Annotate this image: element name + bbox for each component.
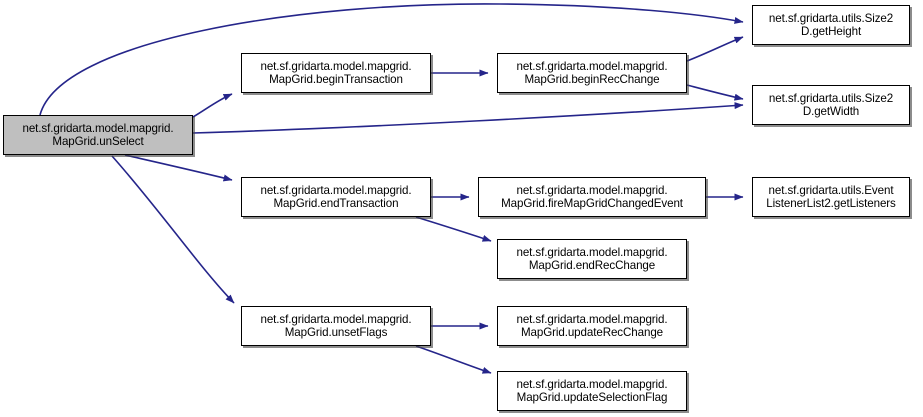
edge-beginrecchange-to-getwidth xyxy=(686,84,744,101)
graph-node-updateRecChange[interactable]: net.sf.gridarta.model.mapgrid. MapGrid.u… xyxy=(497,306,687,346)
graph-node-label: net.sf.gridarta.model.mapgrid. MapGrid.u… xyxy=(260,313,412,339)
graph-node-beginRecChange[interactable]: net.sf.gridarta.model.mapgrid. MapGrid.b… xyxy=(497,53,687,93)
edge-unselect-to-endtransaction xyxy=(124,154,233,182)
graph-node-endTransaction[interactable]: net.sf.gridarta.model.mapgrid. MapGrid.e… xyxy=(241,177,431,217)
graph-node-endRecChange[interactable]: net.sf.gridarta.model.mapgrid. MapGrid.e… xyxy=(497,239,687,279)
graph-node-label: net.sf.gridarta.model.mapgrid. MapGrid.u… xyxy=(22,122,174,148)
graph-node-unsetFlags[interactable]: net.sf.gridarta.model.mapgrid. MapGrid.u… xyxy=(241,306,431,346)
graph-node-getWidth[interactable]: net.sf.gridarta.utils.Size2 D.getWidth xyxy=(752,85,910,125)
graph-node-label: net.sf.gridarta.model.mapgrid. MapGrid.f… xyxy=(501,184,683,210)
graph-node-label: net.sf.gridarta.model.mapgrid. MapGrid.b… xyxy=(516,60,668,86)
edge-unselect-to-unsetflags xyxy=(111,155,235,304)
graph-node-label: net.sf.gridarta.utils.Size2 D.getHeight xyxy=(768,12,894,38)
edge-unselect-to-getwidth xyxy=(192,102,744,134)
graph-node-fireMapGridChangedEvent[interactable]: net.sf.gridarta.model.mapgrid. MapGrid.f… xyxy=(478,177,706,217)
graph-node-label: net.sf.gridarta.utils.Event ListenerList… xyxy=(766,184,896,210)
graph-node-label: net.sf.gridarta.utils.Size2 D.getWidth xyxy=(768,92,894,118)
graph-node-updateSelectionFlag[interactable]: net.sf.gridarta.model.mapgrid. MapGrid.u… xyxy=(497,371,687,411)
edge-unsetflags-to-updateselectionflag xyxy=(415,345,492,374)
edge-unselect-to-begintransaction xyxy=(192,93,233,118)
graph-node-getHeight[interactable]: net.sf.gridarta.utils.Size2 D.getHeight xyxy=(752,5,910,45)
edge-beginrecchange-to-getheight xyxy=(686,36,744,62)
graph-node-beginTransaction[interactable]: net.sf.gridarta.model.mapgrid. MapGrid.b… xyxy=(241,53,431,93)
graph-node-label: net.sf.gridarta.model.mapgrid. MapGrid.b… xyxy=(260,60,412,86)
graph-node-label: net.sf.gridarta.model.mapgrid. MapGrid.u… xyxy=(516,313,668,339)
graph-node-label: net.sf.gridarta.model.mapgrid. MapGrid.u… xyxy=(516,378,668,404)
graph-node-getListeners[interactable]: net.sf.gridarta.utils.Event ListenerList… xyxy=(752,177,910,217)
graph-node-label: net.sf.gridarta.model.mapgrid. MapGrid.e… xyxy=(260,184,412,210)
graph-node-unSelect: net.sf.gridarta.model.mapgrid. MapGrid.u… xyxy=(3,115,193,155)
edge-endtransaction-to-endrecchange xyxy=(415,216,492,242)
graph-node-label: net.sf.gridarta.model.mapgrid. MapGrid.e… xyxy=(516,246,668,272)
